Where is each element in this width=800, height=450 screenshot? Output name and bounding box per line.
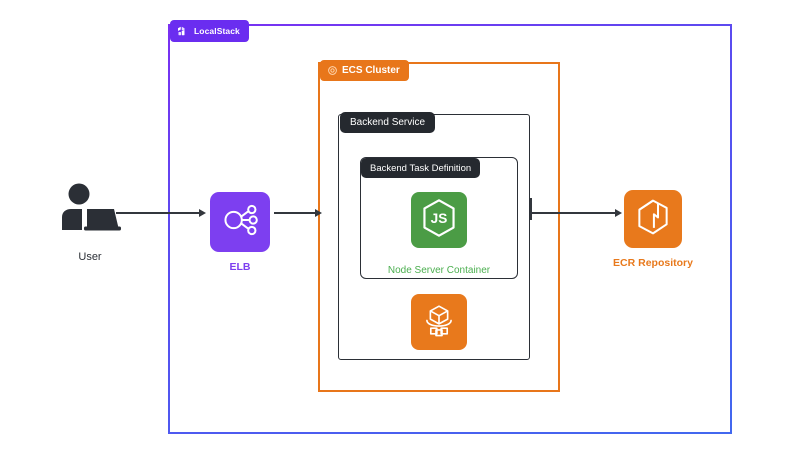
svg-text:JS: JS (431, 211, 448, 226)
backend-task-definition-boundary (360, 157, 518, 279)
ecs-cluster-badge: ECS Cluster (320, 60, 409, 81)
localstack-logo-icon (177, 25, 189, 37)
user-at-laptop-icon (58, 183, 122, 240)
arrow-elb-to-ecs-cluster (274, 208, 322, 218)
backend-service-badge: Backend Service (340, 112, 436, 133)
elb-tile (210, 192, 270, 252)
backend-service-label: Backend Service (350, 117, 426, 128)
node-ecr-repository: ECR Repository (613, 190, 693, 269)
nodejs-hexagon-icon: JS (420, 198, 458, 243)
arrow-shaft (274, 212, 316, 214)
node-ecs-task-container (411, 294, 467, 350)
backend-task-definition-badge: Backend Task Definition (361, 158, 481, 178)
elb-label: ELB (229, 261, 251, 273)
node-node-server-container: JS Node Server Container (388, 192, 490, 276)
ecs-container-cube-icon (420, 301, 458, 344)
ecs-cluster-label: ECS Cluster (342, 65, 400, 76)
ecr-tile (624, 190, 682, 248)
nodejs-tile: JS (411, 192, 467, 248)
elastic-load-balancer-icon (220, 200, 260, 245)
ecs-cluster-icon (327, 65, 338, 76)
arrow-backend-service-to-ecr (530, 198, 622, 220)
arrow-shaft (530, 212, 616, 214)
arrow-shaft (116, 212, 200, 214)
node-elb: ELB (210, 192, 270, 273)
arrow-head (199, 209, 206, 217)
ecr-repository-label: ECR Repository (613, 257, 693, 269)
node-server-container-label: Node Server Container (387, 265, 491, 276)
node-user: User (48, 183, 132, 263)
arrow-head (615, 209, 622, 217)
ecr-repository-box-icon (633, 197, 673, 242)
ecs-task-tile (411, 294, 467, 350)
ecs-cluster-boundary (318, 62, 560, 392)
backend-task-definition-label: Backend Task Definition (370, 162, 472, 174)
localstack-label: LocalStack (194, 26, 240, 36)
arrow-user-to-elb (116, 208, 206, 218)
arrow-origin-stub (530, 198, 532, 220)
arrow-head (315, 209, 322, 217)
localstack-badge: LocalStack (170, 20, 249, 42)
user-label: User (78, 251, 102, 263)
